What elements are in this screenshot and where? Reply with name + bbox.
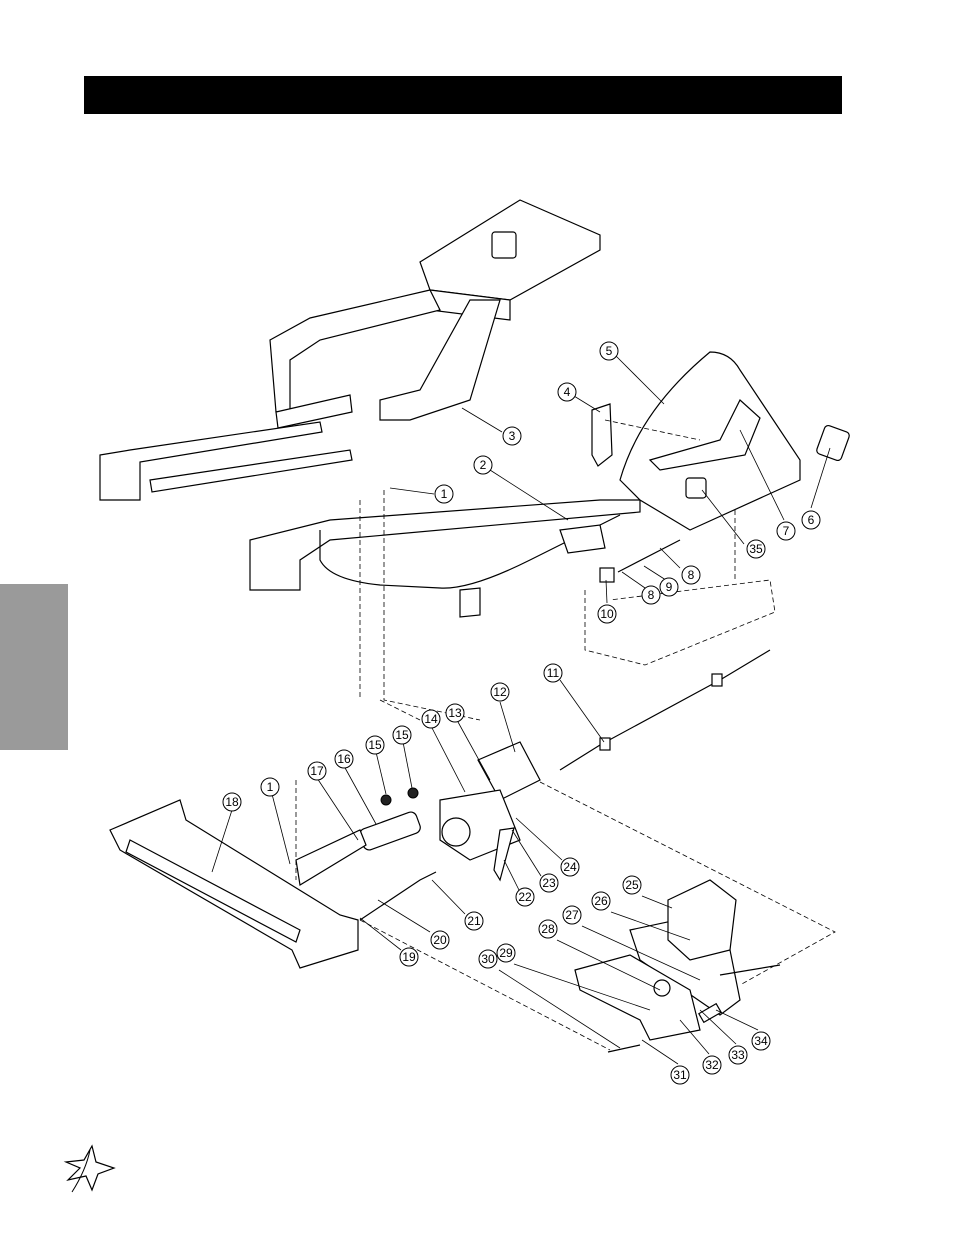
svg-text:23: 23 bbox=[542, 876, 556, 890]
svg-text:4: 4 bbox=[564, 385, 571, 399]
svg-text:15: 15 bbox=[368, 738, 382, 752]
svg-text:7: 7 bbox=[783, 524, 790, 538]
callout: 1 bbox=[434, 484, 454, 504]
svg-text:21: 21 bbox=[467, 914, 481, 928]
callout: 15 bbox=[392, 725, 412, 745]
callout: 22 bbox=[515, 887, 535, 907]
callout: 25 bbox=[622, 875, 642, 895]
svg-text:18: 18 bbox=[225, 795, 239, 809]
callout: 16 bbox=[334, 749, 354, 769]
header-bar bbox=[84, 76, 842, 114]
callout: 32 bbox=[702, 1055, 722, 1075]
svg-text:16: 16 bbox=[337, 752, 351, 766]
callout: 27 bbox=[562, 905, 582, 925]
callout: 2 bbox=[473, 455, 493, 475]
svg-text:8: 8 bbox=[648, 588, 655, 602]
svg-text:28: 28 bbox=[541, 922, 555, 936]
callout: 34 bbox=[751, 1031, 771, 1051]
svg-text:31: 31 bbox=[673, 1068, 687, 1082]
svg-text:6: 6 bbox=[808, 513, 815, 527]
svg-text:13: 13 bbox=[448, 706, 462, 720]
callout: 24 bbox=[560, 857, 580, 877]
callout: 17 bbox=[307, 761, 327, 781]
dashed-guides bbox=[295, 419, 836, 1051]
callout: 8 bbox=[641, 585, 661, 605]
callout: 31 bbox=[670, 1065, 690, 1085]
callout: 29 bbox=[496, 943, 516, 963]
pedal-assembly bbox=[591, 351, 850, 583]
svg-text:2: 2 bbox=[480, 458, 487, 472]
svg-text:34: 34 bbox=[754, 1034, 768, 1048]
mid-assembly bbox=[295, 741, 541, 921]
svg-text:32: 32 bbox=[705, 1058, 719, 1072]
svg-text:5: 5 bbox=[606, 344, 613, 358]
callout: 33 bbox=[728, 1045, 748, 1065]
callout: 12 bbox=[490, 682, 510, 702]
svg-text:8: 8 bbox=[688, 568, 695, 582]
callout: 9 bbox=[659, 577, 679, 597]
svg-text:17: 17 bbox=[310, 764, 324, 778]
callout: 21 bbox=[464, 911, 484, 931]
svg-text:33: 33 bbox=[731, 1048, 745, 1062]
svg-text:27: 27 bbox=[565, 908, 579, 922]
svg-text:30: 30 bbox=[481, 952, 495, 966]
callout: 1 bbox=[260, 777, 280, 797]
svg-text:19: 19 bbox=[402, 950, 416, 964]
svg-text:1: 1 bbox=[267, 780, 274, 794]
svg-text:12: 12 bbox=[493, 685, 507, 699]
svg-text:11: 11 bbox=[547, 666, 560, 680]
svg-text:20: 20 bbox=[433, 933, 447, 947]
callout: 30 bbox=[478, 949, 498, 969]
callout: 8 bbox=[681, 565, 701, 585]
svg-text:1: 1 bbox=[441, 487, 448, 501]
lower-assembly bbox=[574, 879, 781, 1053]
callout: 4 bbox=[557, 382, 577, 402]
cable-11 bbox=[559, 649, 771, 771]
callout: 5 bbox=[599, 341, 619, 361]
svg-text:26: 26 bbox=[594, 894, 608, 908]
callout: 20 bbox=[430, 930, 450, 950]
callout: 10 bbox=[597, 604, 617, 624]
callout: 11 bbox=[543, 663, 563, 683]
callout: 14 bbox=[421, 709, 441, 729]
lever-18 bbox=[109, 799, 359, 969]
svg-text:25: 25 bbox=[625, 878, 639, 892]
section-tab bbox=[0, 584, 68, 750]
callout: 26 bbox=[591, 891, 611, 911]
callout: 18 bbox=[222, 792, 242, 812]
callout: 6 bbox=[801, 510, 821, 530]
callout: 13 bbox=[445, 703, 465, 723]
frame-assembly bbox=[99, 199, 641, 618]
callout: 23 bbox=[539, 873, 559, 893]
svg-text:15: 15 bbox=[395, 728, 409, 742]
svg-text:22: 22 bbox=[518, 890, 532, 904]
star-logo-icon bbox=[63, 1144, 116, 1193]
callout: 28 bbox=[538, 919, 558, 939]
callout: 35 bbox=[746, 539, 766, 559]
svg-text:24: 24 bbox=[563, 860, 577, 874]
svg-text:35: 35 bbox=[749, 542, 763, 556]
callout: 7 bbox=[776, 521, 796, 541]
svg-text:3: 3 bbox=[509, 429, 516, 443]
callout: 15 bbox=[365, 735, 385, 755]
svg-text:10: 10 bbox=[600, 607, 614, 621]
svg-text:14: 14 bbox=[424, 712, 438, 726]
callout: 19 bbox=[399, 947, 419, 967]
callout: 3 bbox=[502, 426, 522, 446]
svg-text:9: 9 bbox=[666, 580, 673, 594]
svg-text:29: 29 bbox=[499, 946, 513, 960]
leader-lines bbox=[211, 355, 831, 1065]
